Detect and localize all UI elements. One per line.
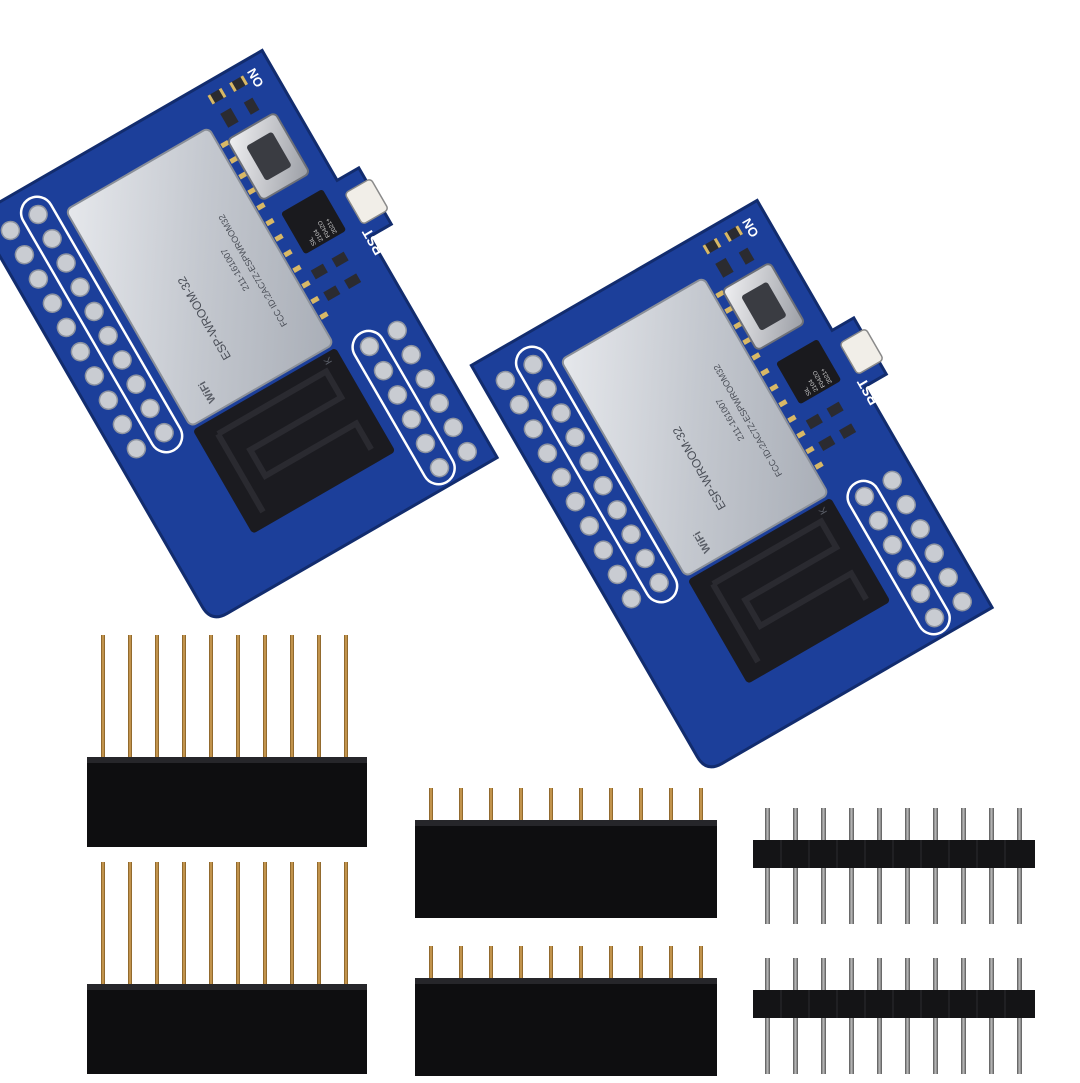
- short-female-header-1: [415, 788, 717, 918]
- esp32-board-2: ESP-WROOM-32 FCC ID:2AC7Z-ESPWROOM32 211…: [471, 185, 1018, 772]
- svg-text:SIL: SIL: [308, 235, 318, 246]
- svg-text:SIL: SIL: [803, 385, 813, 396]
- long-female-header-2: [87, 862, 367, 1074]
- long-female-header-1: [87, 635, 367, 847]
- male-pin-header-2: [752, 957, 1036, 1075]
- esp32-board-1: ESP-WROOM-32 FCC ID:2AC7Z-ESPWROOM32 211…: [0, 35, 523, 622]
- antenna-mark-2: K: [817, 505, 830, 517]
- antenna-mark-1: K: [322, 355, 335, 367]
- short-female-header-2: [415, 946, 717, 1076]
- male-pin-header-1: [752, 807, 1036, 925]
